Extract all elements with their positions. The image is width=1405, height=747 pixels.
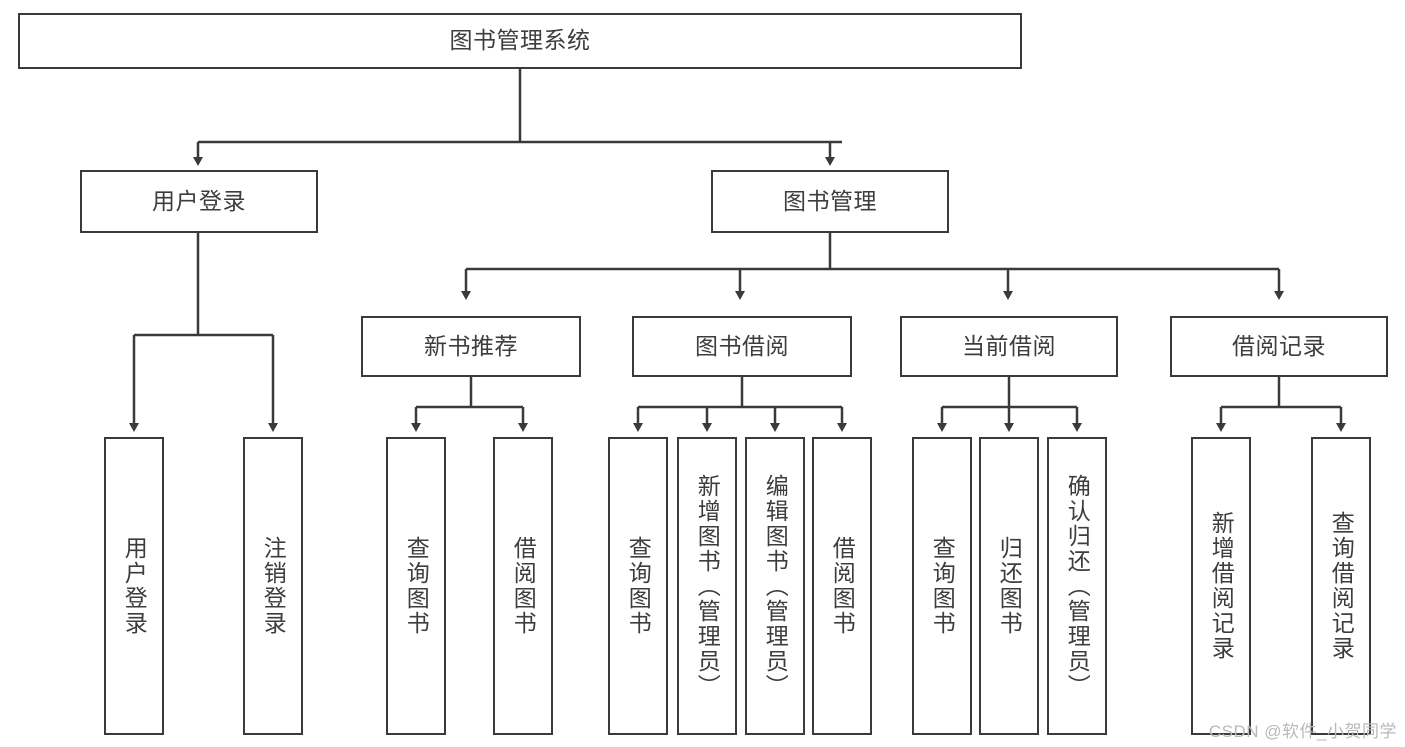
node-label: 图书管理 bbox=[783, 187, 877, 214]
node-borrow-records[interactable]: 借阅记录 bbox=[1170, 316, 1388, 377]
node-label: 新增图书（管理员） bbox=[694, 473, 721, 699]
leaf-borrow-record-query[interactable]: 查询借阅记录 bbox=[1311, 437, 1371, 735]
node-user-login[interactable]: 用户登录 bbox=[80, 170, 318, 233]
leaf-book-borrow-query[interactable]: 查询图书 bbox=[608, 437, 668, 735]
node-label: 新书推荐 bbox=[424, 332, 518, 359]
node-label: 用户登录 bbox=[152, 187, 246, 214]
node-label: 图书管理系统 bbox=[449, 27, 591, 54]
node-label: 图书借阅 bbox=[695, 332, 789, 359]
node-label: 借阅记录 bbox=[1232, 332, 1326, 359]
node-label: 归还图书 bbox=[996, 536, 1023, 636]
watermark-text: CSDN @软件_小贺同学 bbox=[1208, 722, 1397, 741]
node-book-borrow[interactable]: 图书借阅 bbox=[632, 316, 852, 377]
node-label: 查询借阅记录 bbox=[1328, 511, 1355, 661]
node-label: 用户登录 bbox=[121, 536, 148, 636]
node-label: 查询图书 bbox=[403, 536, 430, 636]
leaf-current-borrow-confirm[interactable]: 确认归还（管理员） bbox=[1047, 437, 1107, 735]
leaf-book-borrow-add[interactable]: 新增图书（管理员） bbox=[677, 437, 737, 735]
node-label: 查询图书 bbox=[929, 536, 956, 636]
node-label: 编辑图书（管理员） bbox=[762, 473, 789, 699]
node-label: 查询图书 bbox=[625, 536, 652, 636]
node-label: 借阅图书 bbox=[829, 536, 856, 636]
leaf-book-borrow-edit[interactable]: 编辑图书（管理员） bbox=[745, 437, 805, 735]
node-new-book-recommend[interactable]: 新书推荐 bbox=[361, 316, 581, 377]
node-label: 当前借阅 bbox=[962, 332, 1056, 359]
node-label: 确认归还（管理员） bbox=[1064, 473, 1091, 699]
node-label: 新增借阅记录 bbox=[1208, 511, 1235, 661]
node-current-borrow[interactable]: 当前借阅 bbox=[900, 316, 1118, 377]
node-label: 借阅图书 bbox=[510, 536, 537, 636]
leaf-new-book-borrow[interactable]: 借阅图书 bbox=[493, 437, 553, 735]
leaf-borrow-record-add[interactable]: 新增借阅记录 bbox=[1191, 437, 1251, 735]
leaf-new-book-query[interactable]: 查询图书 bbox=[386, 437, 446, 735]
node-label: 注销登录 bbox=[260, 536, 287, 636]
leaf-user-login-signout[interactable]: 注销登录 bbox=[243, 437, 303, 735]
leaf-user-login-signin[interactable]: 用户登录 bbox=[104, 437, 164, 735]
node-book-management[interactable]: 图书管理 bbox=[711, 170, 949, 233]
leaf-book-borrow-lend[interactable]: 借阅图书 bbox=[812, 437, 872, 735]
leaf-current-borrow-return[interactable]: 归还图书 bbox=[979, 437, 1039, 735]
leaf-current-borrow-query[interactable]: 查询图书 bbox=[912, 437, 972, 735]
node-root-system[interactable]: 图书管理系统 bbox=[18, 13, 1022, 69]
